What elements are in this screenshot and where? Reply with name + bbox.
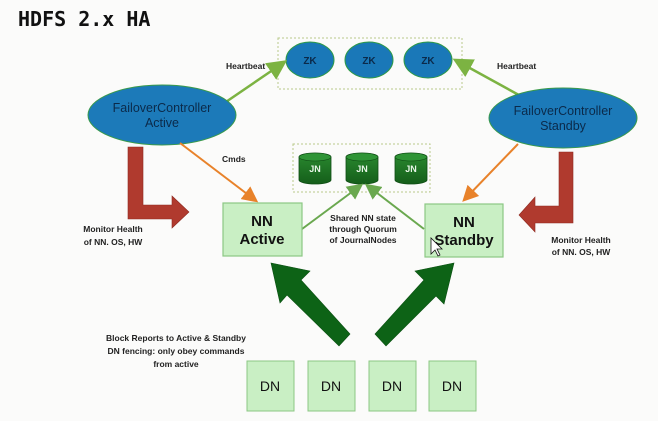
datanode-3: DN [428,360,477,412]
fc-active-line2: Active [145,116,179,130]
shared-state-arrow-right [364,183,425,230]
cmds-arrow-left [179,142,259,203]
shared-state-label-line1: Shared NN state [330,213,396,223]
jn-label: JN [405,164,417,174]
nn-active-box: NN Active [222,202,303,257]
zk-label: ZK [362,56,376,67]
monitor-label-left-line1: Monitor Health [83,224,143,234]
zk-node-0: ZK [285,41,335,79]
fc-standby-line1: FailoverController [514,104,613,118]
heartbeat-arrow-right [452,58,529,102]
dn-label: DN [442,378,462,394]
failover-controller-active: FailoverController Active [87,84,237,146]
fc-active-line1: FailoverController [113,101,212,115]
monitor-arrow-left [127,146,190,229]
page-title: HDFS 2.x HA [18,7,151,31]
datanode-0: DN [246,360,295,412]
dn-label: DN [382,378,402,394]
heartbeat-arrow-left [219,60,288,108]
shared-state-arrow-left [301,183,364,230]
nn-active-line1: NN [251,213,273,230]
shared-state-label-line2: through Quorum [329,224,397,234]
nn-active-line2: Active [239,231,284,248]
heartbeat-label-left: Heartbeat [226,61,265,71]
block-report-arrow-left [270,262,351,347]
failover-controller-standby: FailoverController Standby [488,87,638,149]
block-reports-label-line2: DN fencing: only obey commands [108,346,245,356]
zk-label: ZK [303,56,317,67]
block-reports-label-line3: from active [153,359,199,369]
jn-label: JN [309,164,321,174]
zk-node-1: ZK [344,41,394,79]
monitor-label-right-line1: Monitor Health [551,235,611,245]
fc-standby-line2: Standby [540,119,587,133]
jn-node-1: JN [345,152,379,185]
monitor-label-left-line2: of NN. OS, HW [84,237,144,247]
zk-label: ZK [421,56,435,67]
datanode-1: DN [307,360,356,412]
dn-label: DN [260,378,280,394]
block-report-arrow-right [374,262,455,347]
cmds-arrow-right [462,143,519,202]
nn-standby-line2: Standby [434,232,494,249]
mouse-cursor-icon [430,237,443,257]
monitor-label-right-line2: of NN. OS, HW [552,247,612,257]
zk-node-2: ZK [403,41,453,79]
monitor-arrow-right [518,151,574,233]
cmds-label: Cmds [222,154,246,164]
nn-standby-line1: NN [453,214,475,231]
jn-node-2: JN [394,152,428,185]
shared-state-label-line3: of JournalNodes [329,235,396,245]
datanode-2: DN [368,360,417,412]
heartbeat-label-right: Heartbeat [497,61,536,71]
jn-label: JN [356,164,368,174]
nn-standby-box: NN Standby [424,203,504,258]
dn-label: DN [321,378,341,394]
jn-node-0: JN [298,152,332,185]
block-reports-label-line1: Block Reports to Active & Standby [106,333,246,343]
